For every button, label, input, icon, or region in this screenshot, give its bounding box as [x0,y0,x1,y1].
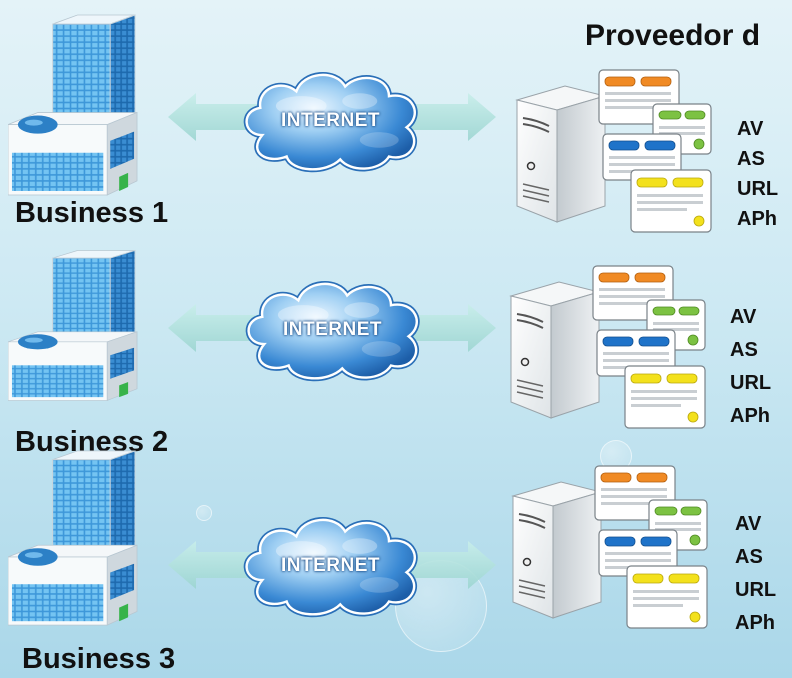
office-building-icon [8,12,142,198]
service-label-aph: APh [730,405,770,427]
service-label-url: URL [730,372,772,394]
service-label-as: AS [735,546,763,568]
bokeh-decoration [196,505,212,521]
business-3-label: Business 3 [22,643,176,675]
service-label-aph: APh [735,612,775,634]
server-with-cards-icon [509,462,709,632]
internet-label: INTERNET [281,109,380,131]
service-list: AV AS URL APh [735,508,776,640]
internet-label: INTERNET [283,318,382,340]
service-label-url: URL [735,579,777,601]
office-building-icon [8,248,142,403]
server-with-cards-icon [507,262,707,432]
service-list: AV AS URL APh [730,301,771,433]
internet-cloud-icon: INTERNET [233,67,428,174]
service-label-url: URL [737,178,779,200]
service-label-av: AV [735,513,762,535]
provider-title: Proveedor d [585,19,761,52]
service-list: AV AS URL APh [737,114,778,234]
office-building-icon [8,448,142,628]
service-label-av: AV [737,118,764,140]
internet-cloud-icon: INTERNET [233,512,428,619]
business-1-label: Business 1 [15,197,169,229]
service-label-av: AV [730,306,757,328]
server-with-cards-icon [513,66,713,236]
service-label-aph: APh [737,208,777,230]
service-label-as: AS [737,148,765,170]
internet-label: INTERNET [281,554,380,576]
internet-cloud-icon: INTERNET [235,276,430,383]
service-label-as: AS [730,339,758,361]
